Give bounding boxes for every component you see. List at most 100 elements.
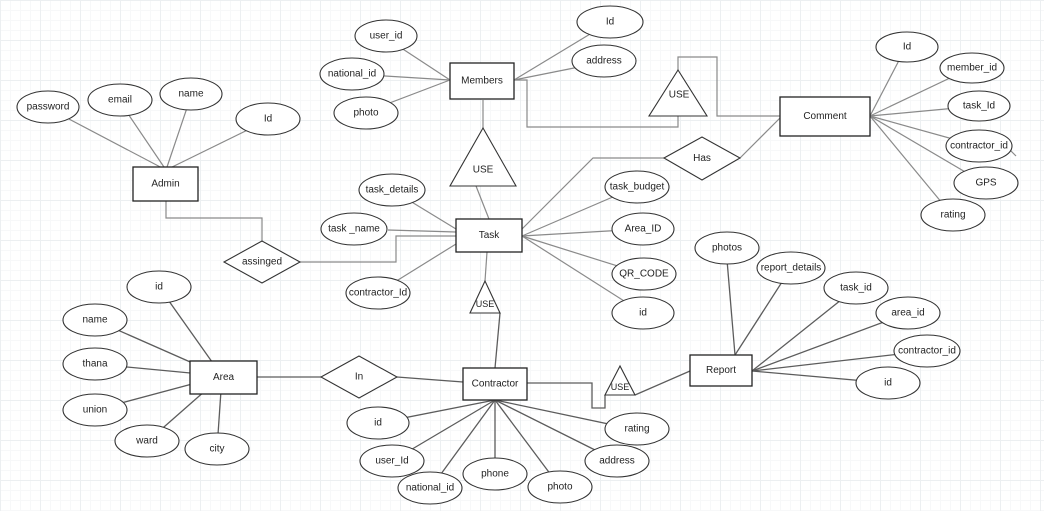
attr-comment-id-label: Id — [903, 42, 911, 53]
relationship-use-contractor-report[interactable]: USE — [604, 364, 636, 396]
attr-area-thana[interactable]: thana — [62, 347, 128, 381]
attr-task-id[interactable]: id — [611, 296, 675, 330]
attr-comment-id[interactable]: Id — [875, 31, 939, 63]
attr-task-qr-code-label: QR_CODE — [619, 269, 669, 280]
attr-contractor-user-id-label: user_Id — [375, 456, 408, 467]
attr-task-details-label: task_details — [366, 185, 419, 196]
attr-admin-name[interactable]: name — [159, 77, 223, 111]
attr-admin-password[interactable]: password — [16, 90, 80, 124]
attr-task-details[interactable]: task_details — [358, 173, 426, 207]
attr-report-contractor-id[interactable]: contractor_id — [893, 334, 961, 368]
attr-report-photos-label: photos — [712, 243, 742, 254]
attr-report-task-id[interactable]: task_id — [823, 271, 889, 305]
attr-comment-contractor-id[interactable]: contractor_id — [945, 129, 1013, 163]
entity-contractor[interactable]: Contractor — [462, 367, 528, 401]
entity-area-label: Area — [213, 372, 235, 383]
attr-members-address-label: address — [586, 56, 622, 67]
attr-report-photos[interactable]: photos — [694, 231, 760, 265]
attr-report-task-id-label: task_id — [840, 283, 872, 294]
attr-contractor-national-id-label: national_id — [406, 483, 454, 494]
attr-task-qr-code[interactable]: QR_CODE — [611, 257, 677, 291]
entity-members[interactable]: Members — [449, 62, 515, 100]
entity-report[interactable]: Report — [689, 354, 753, 387]
attr-contractor-phone[interactable]: phone — [462, 457, 528, 491]
attr-report-details[interactable]: report_details — [756, 251, 826, 285]
attr-members-photo-label: photo — [353, 108, 378, 119]
attr-task-budget[interactable]: task_budget — [604, 170, 670, 204]
attr-members-national-id[interactable]: national_id — [319, 57, 385, 91]
entity-task[interactable]: Task — [455, 218, 523, 253]
attr-members-address[interactable]: address — [571, 44, 637, 78]
attr-members-national-id-label: national_id — [328, 69, 376, 80]
attr-comment-gps-label: GPS — [975, 178, 996, 189]
attr-contractor-phone-label: phone — [481, 469, 509, 480]
attr-area-union[interactable]: union — [62, 393, 128, 427]
attr-admin-name-label: name — [178, 89, 203, 100]
attr-report-details-label: report_details — [761, 263, 822, 274]
entity-area[interactable]: Area — [189, 360, 258, 395]
attr-admin-password-label: password — [27, 102, 70, 113]
relationship-has[interactable]: Has — [662, 136, 742, 181]
attr-members-user-id-label: user_id — [370, 31, 403, 42]
relationship-use-contractor-report-label: USE — [611, 382, 630, 392]
attr-area-name[interactable]: name — [62, 303, 128, 337]
attr-members-user-id[interactable]: user_id — [354, 19, 418, 53]
attr-comment-rating-label: rating — [940, 210, 965, 221]
attr-contractor-photo[interactable]: photo — [527, 470, 593, 504]
attr-report-area-id[interactable]: area_id — [875, 296, 941, 330]
attr-contractor-rating[interactable]: rating — [604, 412, 670, 446]
relationship-use-members-comment[interactable]: USE — [648, 68, 708, 117]
attr-area-id[interactable]: id — [126, 270, 192, 304]
attr-comment-gps[interactable]: GPS — [953, 166, 1019, 200]
attr-comment-rating[interactable]: rating — [920, 198, 986, 232]
attr-members-id[interactable]: Id — [576, 5, 644, 39]
attr-task-area-id-label: Area_ID — [625, 224, 662, 235]
attr-comment-task-id-label: task_Id — [963, 101, 995, 112]
attr-contractor-rating-label: rating — [624, 424, 649, 435]
attr-comment-member-id-label: member_id — [947, 63, 997, 74]
attr-task-budget-label: task_budget — [610, 182, 665, 193]
relationship-use-members-task[interactable]: USE — [449, 126, 517, 187]
relationship-in-label: In — [355, 372, 363, 383]
attr-contractor-photo-label: photo — [547, 482, 572, 493]
attr-area-ward-label: ward — [135, 436, 158, 447]
attr-contractor-id[interactable]: id — [346, 406, 410, 440]
attr-contractor-national-id[interactable]: national_id — [397, 471, 463, 505]
attr-contractor-user-id[interactable]: user_Id — [359, 444, 425, 478]
attr-task-area-id[interactable]: Area_ID — [611, 212, 675, 246]
entity-admin-label: Admin — [151, 179, 179, 190]
attr-task-name[interactable]: task _name — [320, 212, 388, 246]
relationship-assinged-label: assinged — [242, 257, 282, 268]
attr-comment-member-id[interactable]: member_id — [939, 52, 1005, 84]
attr-comment-task-id[interactable]: task_Id — [947, 90, 1011, 122]
entity-contractor-label: Contractor — [472, 379, 519, 390]
entity-admin[interactable]: Admin — [132, 166, 199, 202]
entity-members-label: Members — [461, 76, 503, 87]
attr-area-city[interactable]: city — [184, 432, 250, 466]
relationship-assinged[interactable]: assinged — [222, 240, 302, 284]
entity-report-label: Report — [706, 365, 736, 376]
attr-members-id-label: Id — [606, 17, 614, 28]
attr-contractor-address-label: address — [599, 456, 635, 467]
attr-report-area-id-label: area_id — [891, 308, 924, 319]
relationship-in[interactable]: In — [319, 355, 399, 399]
attr-admin-email[interactable]: email — [87, 83, 153, 117]
attr-area-thana-label: thana — [82, 359, 107, 370]
attr-admin-id-label: Id — [264, 114, 272, 125]
attr-report-id[interactable]: id — [855, 366, 921, 400]
relationship-use-task-contractor-label: USE — [476, 299, 495, 309]
attr-task-contractor-id-label: contractor_Id — [349, 288, 407, 299]
attr-task-name-label: task _name — [328, 224, 380, 235]
relationship-use-members-comment-label: USE — [669, 90, 690, 101]
attr-area-city-label: city — [210, 444, 225, 455]
relationship-has-label: Has — [693, 153, 711, 164]
attr-area-id-label: id — [155, 282, 163, 293]
relationship-use-task-contractor[interactable]: USE — [469, 279, 501, 314]
entity-comment[interactable]: Comment — [779, 96, 871, 137]
attr-admin-id[interactable]: Id — [235, 102, 301, 136]
attr-area-ward[interactable]: ward — [114, 424, 180, 458]
attr-members-photo[interactable]: photo — [333, 96, 399, 130]
attr-contractor-address[interactable]: address — [584, 444, 650, 478]
attr-area-union-label: union — [83, 405, 107, 416]
attr-task-contractor-id[interactable]: contractor_Id — [345, 276, 411, 310]
